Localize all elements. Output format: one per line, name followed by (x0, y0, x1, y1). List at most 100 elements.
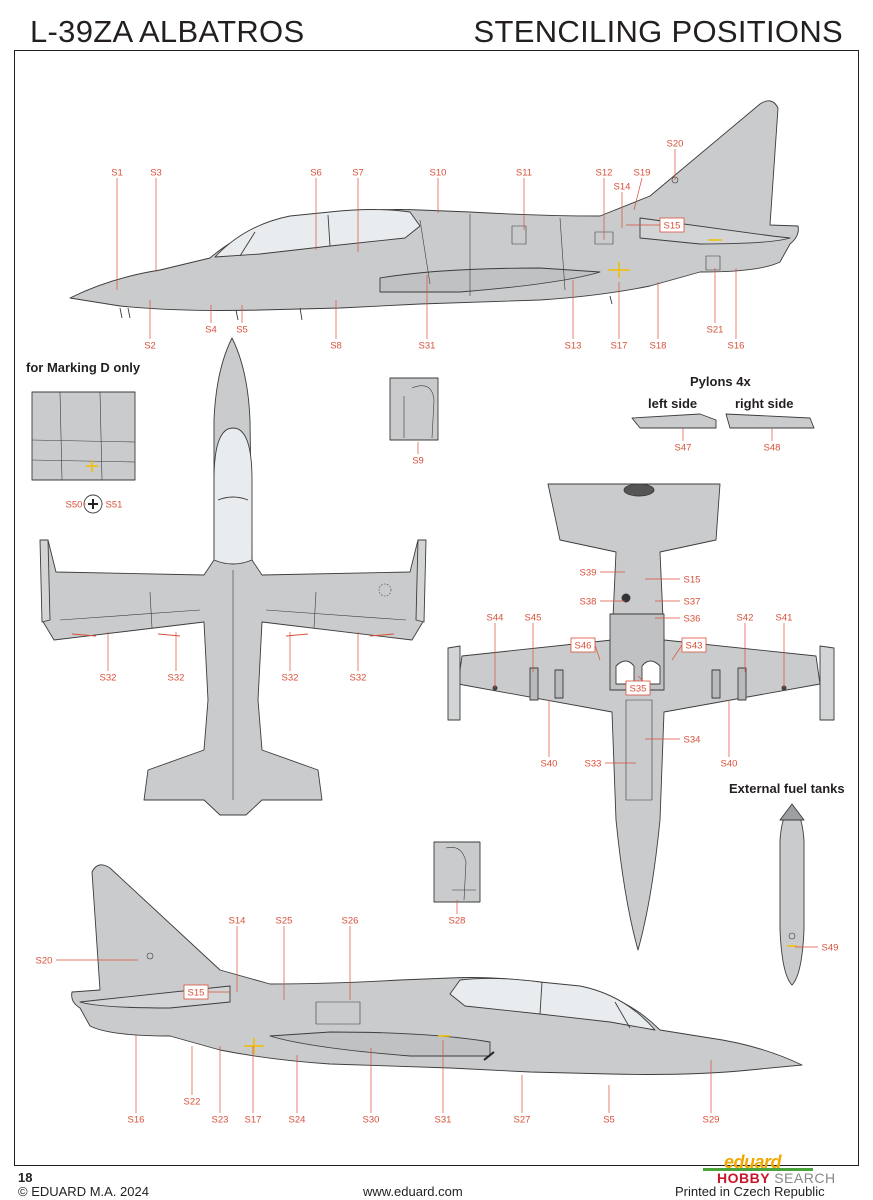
callout-s21: S21 (707, 268, 724, 336)
callout-label: S18 (650, 341, 667, 352)
callout-label: S5 (236, 325, 248, 336)
leader-line (671, 644, 683, 661)
callout-s4: S4 (205, 305, 217, 336)
callout-s44: S44 (487, 613, 504, 688)
callout-s51: S51 (102, 500, 122, 511)
callout-label: S36 (684, 614, 701, 625)
callout-box (659, 217, 685, 233)
callout-label: S40 (721, 759, 738, 770)
leader-line (633, 177, 643, 211)
callout-s11: S11 (516, 168, 532, 230)
callout-label: S20 (36, 956, 53, 967)
callout-label: S5 (603, 1115, 615, 1126)
callout-label: S42 (737, 613, 754, 624)
watermark-sub: SEARCH (774, 1170, 836, 1186)
bottom-view (447, 483, 835, 951)
callout-label: S6 (310, 168, 322, 179)
callout-s31: S31 (435, 1040, 451, 1126)
callout-s45: S45 (525, 613, 542, 672)
leader-line (594, 644, 601, 661)
callout-label: S30 (363, 1115, 380, 1126)
callout-label: S15 (684, 575, 701, 586)
callout-label: S17 (611, 341, 628, 352)
callout-s33: S33 (585, 759, 636, 770)
callout-label: S1 (111, 168, 123, 179)
fuel-tanks-label: External fuel tanks (729, 781, 845, 796)
callout-label: S31 (419, 341, 436, 352)
callout-s32: S32 (168, 632, 185, 684)
callout-label: S23 (212, 1115, 229, 1126)
callout-label: S2 (144, 341, 156, 352)
side-view-right (71, 864, 803, 1075)
callout-s6: S6 (310, 168, 322, 250)
callout-s17: S17 (611, 282, 628, 352)
callout-s12: S12 (596, 168, 612, 240)
callout-s23: S23 (212, 1046, 229, 1126)
callout-label: S20 (667, 139, 684, 150)
callout-label: S38 (580, 597, 597, 608)
callout-s16: S16 (728, 268, 744, 352)
pylon-right-label: right side (735, 396, 794, 411)
callout-label: S26 (342, 916, 359, 927)
watermark: HOBBY SEARCH (717, 1170, 836, 1186)
pylon-drawings (631, 413, 815, 429)
callout-label: S16 (128, 1115, 145, 1126)
callout-s31: S31 (419, 275, 436, 352)
callout-s26: S26 (342, 916, 359, 1000)
callout-s15: S15 (183, 984, 230, 1000)
callout-label: S14 (229, 916, 246, 927)
callout-label: S35 (630, 684, 647, 695)
callout-label: S45 (525, 613, 542, 624)
callout-s2: S2 (144, 300, 156, 352)
pylon-left-label: left side (648, 396, 698, 411)
callout-s42: S42 (737, 613, 754, 672)
callout-s46: S46 (570, 637, 601, 661)
callout-s20: S20 (36, 956, 138, 967)
page-frame (14, 50, 859, 1166)
callout-s19: S19 (633, 168, 651, 211)
callout-label: S39 (580, 568, 597, 579)
callout-label: S8 (330, 341, 342, 352)
callout-label: S13 (565, 341, 582, 352)
callout-label: S43 (686, 641, 703, 652)
callout-label: S15 (188, 988, 205, 999)
callout-label: S32 (282, 673, 299, 684)
pylons-label: Pylons 4x (690, 374, 751, 389)
callout-s15: S15 (645, 575, 700, 586)
callout-s40: S40 (721, 700, 738, 770)
callout-s5: S5 (236, 305, 248, 336)
callout-s22: S22 (184, 1046, 201, 1108)
callout-s17: S17 (245, 1046, 261, 1126)
aircraft-drawings (31, 100, 835, 1075)
callout-box (183, 984, 209, 1000)
callout-s30: S30 (363, 1048, 380, 1126)
logo-bar (703, 1168, 813, 1171)
callout-s14: S14 (229, 916, 246, 992)
callout-s32: S32 (100, 632, 116, 684)
callout-label: S32 (350, 673, 367, 684)
s9-detail (389, 377, 439, 441)
callout-s1: S1 (111, 168, 123, 290)
callout-label: S21 (707, 325, 724, 336)
page-title: STENCILING POSITIONS (473, 14, 843, 49)
website: www.eduard.com (363, 1184, 463, 1199)
callout-label: S19 (634, 168, 651, 179)
callout-label: S48 (764, 443, 781, 454)
callout-label: S44 (487, 613, 504, 624)
callout-s41: S41 (776, 613, 793, 688)
callout-s14: S14 (614, 182, 630, 228)
marking-d-detail (31, 391, 136, 514)
callout-s38: S38 (580, 597, 625, 608)
callout-label: S32 (168, 673, 185, 684)
callout-s7: S7 (352, 168, 364, 252)
callout-s18: S18 (650, 282, 667, 352)
callout-label: S33 (585, 759, 602, 770)
callout-box (681, 637, 707, 653)
callout-label: S22 (184, 1097, 201, 1108)
callout-s43: S43 (671, 637, 707, 661)
callout-s35: S35 (625, 675, 651, 696)
callout-label: S41 (776, 613, 793, 624)
callout-box (570, 637, 596, 653)
callout-label: S37 (684, 597, 701, 608)
callout-s9: S9 (412, 442, 424, 467)
